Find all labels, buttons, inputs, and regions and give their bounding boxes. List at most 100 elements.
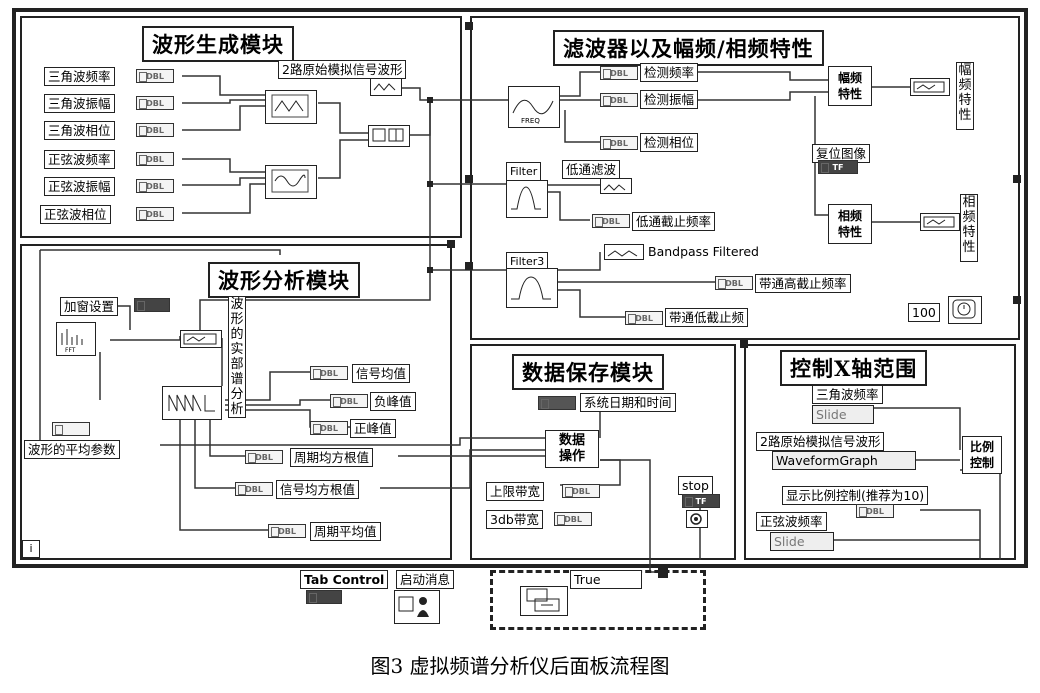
period-mean-label: 周期平均值 [310, 522, 381, 541]
svg-text:FREQ: FREQ [521, 117, 540, 125]
tab-control-label: Tab Control [300, 570, 389, 589]
sine-freq-ref-label: 正弦波频率 [756, 512, 827, 531]
build-array-node[interactable] [368, 125, 410, 147]
signal-mean-label: 信号均值 [352, 364, 411, 383]
phase-freq-output-label: 相频特性 [960, 194, 978, 262]
dbl-indicator: DBL [600, 93, 638, 107]
amp-freq-node[interactable]: 幅频特性 [828, 66, 872, 106]
dbl-indicator: DBL [235, 482, 273, 496]
waveform-indicator-icon[interactable] [600, 178, 632, 194]
graph-indicator-icon[interactable] [910, 78, 950, 96]
detect-amp-label: 检测振幅 [640, 90, 699, 109]
dbl-indicator: DBL [310, 366, 348, 380]
window-setting-label: 加窗设置 [60, 297, 119, 316]
stop-label: stop [678, 476, 713, 495]
dbl-control[interactable]: DBL [136, 123, 174, 137]
detect-phase-label: 检测相位 [640, 133, 699, 152]
dbl-indicator: DBL [600, 136, 638, 150]
tone-measurement-node[interactable]: FREQ [508, 86, 560, 128]
gen-input-label: 三角波振幅 [44, 94, 115, 113]
dbl-indicator: DBL [245, 450, 283, 464]
waveform-graph-reference[interactable]: WaveformGraph [772, 451, 916, 470]
tab-control-enum[interactable] [306, 590, 342, 604]
write-to-file-icon[interactable] [520, 586, 568, 616]
sine-generator-node[interactable] [265, 165, 317, 199]
gen-input-label: 三角波相位 [44, 121, 115, 140]
bandpass-high-label: 带通高截止频率 [755, 274, 851, 293]
bandpass-filter-node[interactable] [506, 268, 558, 308]
triangle-generator-node[interactable] [265, 90, 317, 124]
positive-peak-label: 正峰值 [350, 419, 396, 438]
dbl-control[interactable]: DBL [136, 69, 174, 83]
bandpass-low-label: 带通低截止频 [665, 308, 749, 327]
signal-rms-label: 信号均方根值 [276, 480, 360, 499]
title-data-save: 数据保存模块 [512, 354, 664, 390]
boolean-control[interactable]: TF [818, 160, 858, 174]
datetime-indicator [538, 396, 576, 410]
module-data-save [470, 344, 736, 560]
array-icon [372, 128, 404, 142]
waveform-indicator-icon[interactable] [370, 78, 402, 96]
ratio-control-node[interactable]: 比例控制 [962, 436, 1002, 474]
stop-boolean[interactable]: TF [682, 494, 720, 508]
period-rms-label: 周期均方根值 [290, 448, 374, 467]
gen-input-label: 正弦波相位 [40, 205, 111, 224]
graph-indicator-icon[interactable] [180, 330, 222, 348]
stop-condition-icon[interactable] [686, 510, 708, 528]
title-waveform-generation: 波形生成模块 [142, 26, 294, 62]
svg-text:FFT: FFT [65, 347, 76, 353]
dbl-control[interactable]: DBL [592, 214, 630, 228]
user-dialog-icon[interactable] [394, 590, 440, 624]
fft-spectrum-node[interactable]: FFT [56, 322, 96, 356]
dbl-indicator: DBL [554, 512, 592, 526]
spectrum-analysis-label: 波形的实部谱分析 [228, 296, 246, 418]
wait-ms-constant[interactable]: 100 [908, 303, 940, 322]
wait-timer-icon[interactable] [948, 296, 982, 324]
dbl-control[interactable]: DBL [715, 276, 753, 290]
datetime-label: 系统日期和时间 [580, 393, 676, 412]
detect-freq-label: 检测频率 [640, 63, 699, 82]
lowpass-filter-node[interactable] [506, 180, 548, 218]
graph-indicator-icon[interactable] [920, 213, 960, 231]
waveform-measure-node[interactable] [162, 386, 222, 420]
while-loop-frame [12, 8, 1028, 568]
slide-reference[interactable]: Slide [770, 532, 834, 551]
dbl-control[interactable]: DBL [136, 179, 174, 193]
dbl-control[interactable]: DBL [625, 311, 663, 325]
dbl-control[interactable]: DBL [856, 504, 894, 518]
dbl-control[interactable]: DBL [136, 96, 174, 110]
cluster-indicator [52, 422, 90, 436]
loop-iteration-terminal: i [22, 540, 40, 558]
avg-params-label: 波形的平均参数 [24, 440, 120, 459]
enum-control[interactable] [134, 298, 170, 312]
amp-freq-output-label: 幅频特性 [956, 62, 974, 130]
data-operation-node[interactable]: 数据操作 [545, 430, 599, 468]
filter-response-icon [511, 186, 541, 210]
gen-input-label: 正弦波频率 [44, 150, 115, 169]
fft-icon: FFT [61, 329, 83, 354]
filter1-label: Filter [506, 162, 542, 181]
waveform-indicator-icon[interactable] [604, 244, 644, 260]
case-selector[interactable]: True [570, 570, 642, 589]
upper-bandwidth-label: 上限带宽 [486, 482, 545, 501]
filter-response-icon [511, 276, 551, 300]
module-waveform-analysis [20, 244, 452, 560]
dbl-indicator: DBL [562, 484, 600, 498]
dbl-control[interactable]: DBL [136, 152, 174, 166]
sine-wave-icon [271, 169, 309, 193]
tri-freq-ref-label: 三角波频率 [812, 385, 883, 404]
gen-input-label: 正弦波振幅 [44, 177, 115, 196]
slide-reference[interactable]: Slide [812, 405, 874, 424]
dbl-control[interactable]: DBL [136, 207, 174, 221]
figure-caption: 图3 虚拟频谱分析仪后面板流程图 [370, 654, 670, 678]
filter3-label: Filter3 [506, 252, 549, 271]
startup-message-label: 启动消息 [396, 570, 455, 589]
dbl-indicator: DBL [330, 394, 368, 408]
gen-input-label: 三角波频率 [44, 67, 115, 86]
title-waveform-analysis: 波形分析模块 [208, 262, 360, 298]
title-filter: 滤波器以及幅频/相频特性 [553, 30, 824, 66]
module-x-axis-control [744, 344, 1016, 560]
phase-freq-node[interactable]: 相频特性 [828, 204, 872, 244]
lowpass-label: 低通滤波 [562, 160, 621, 179]
